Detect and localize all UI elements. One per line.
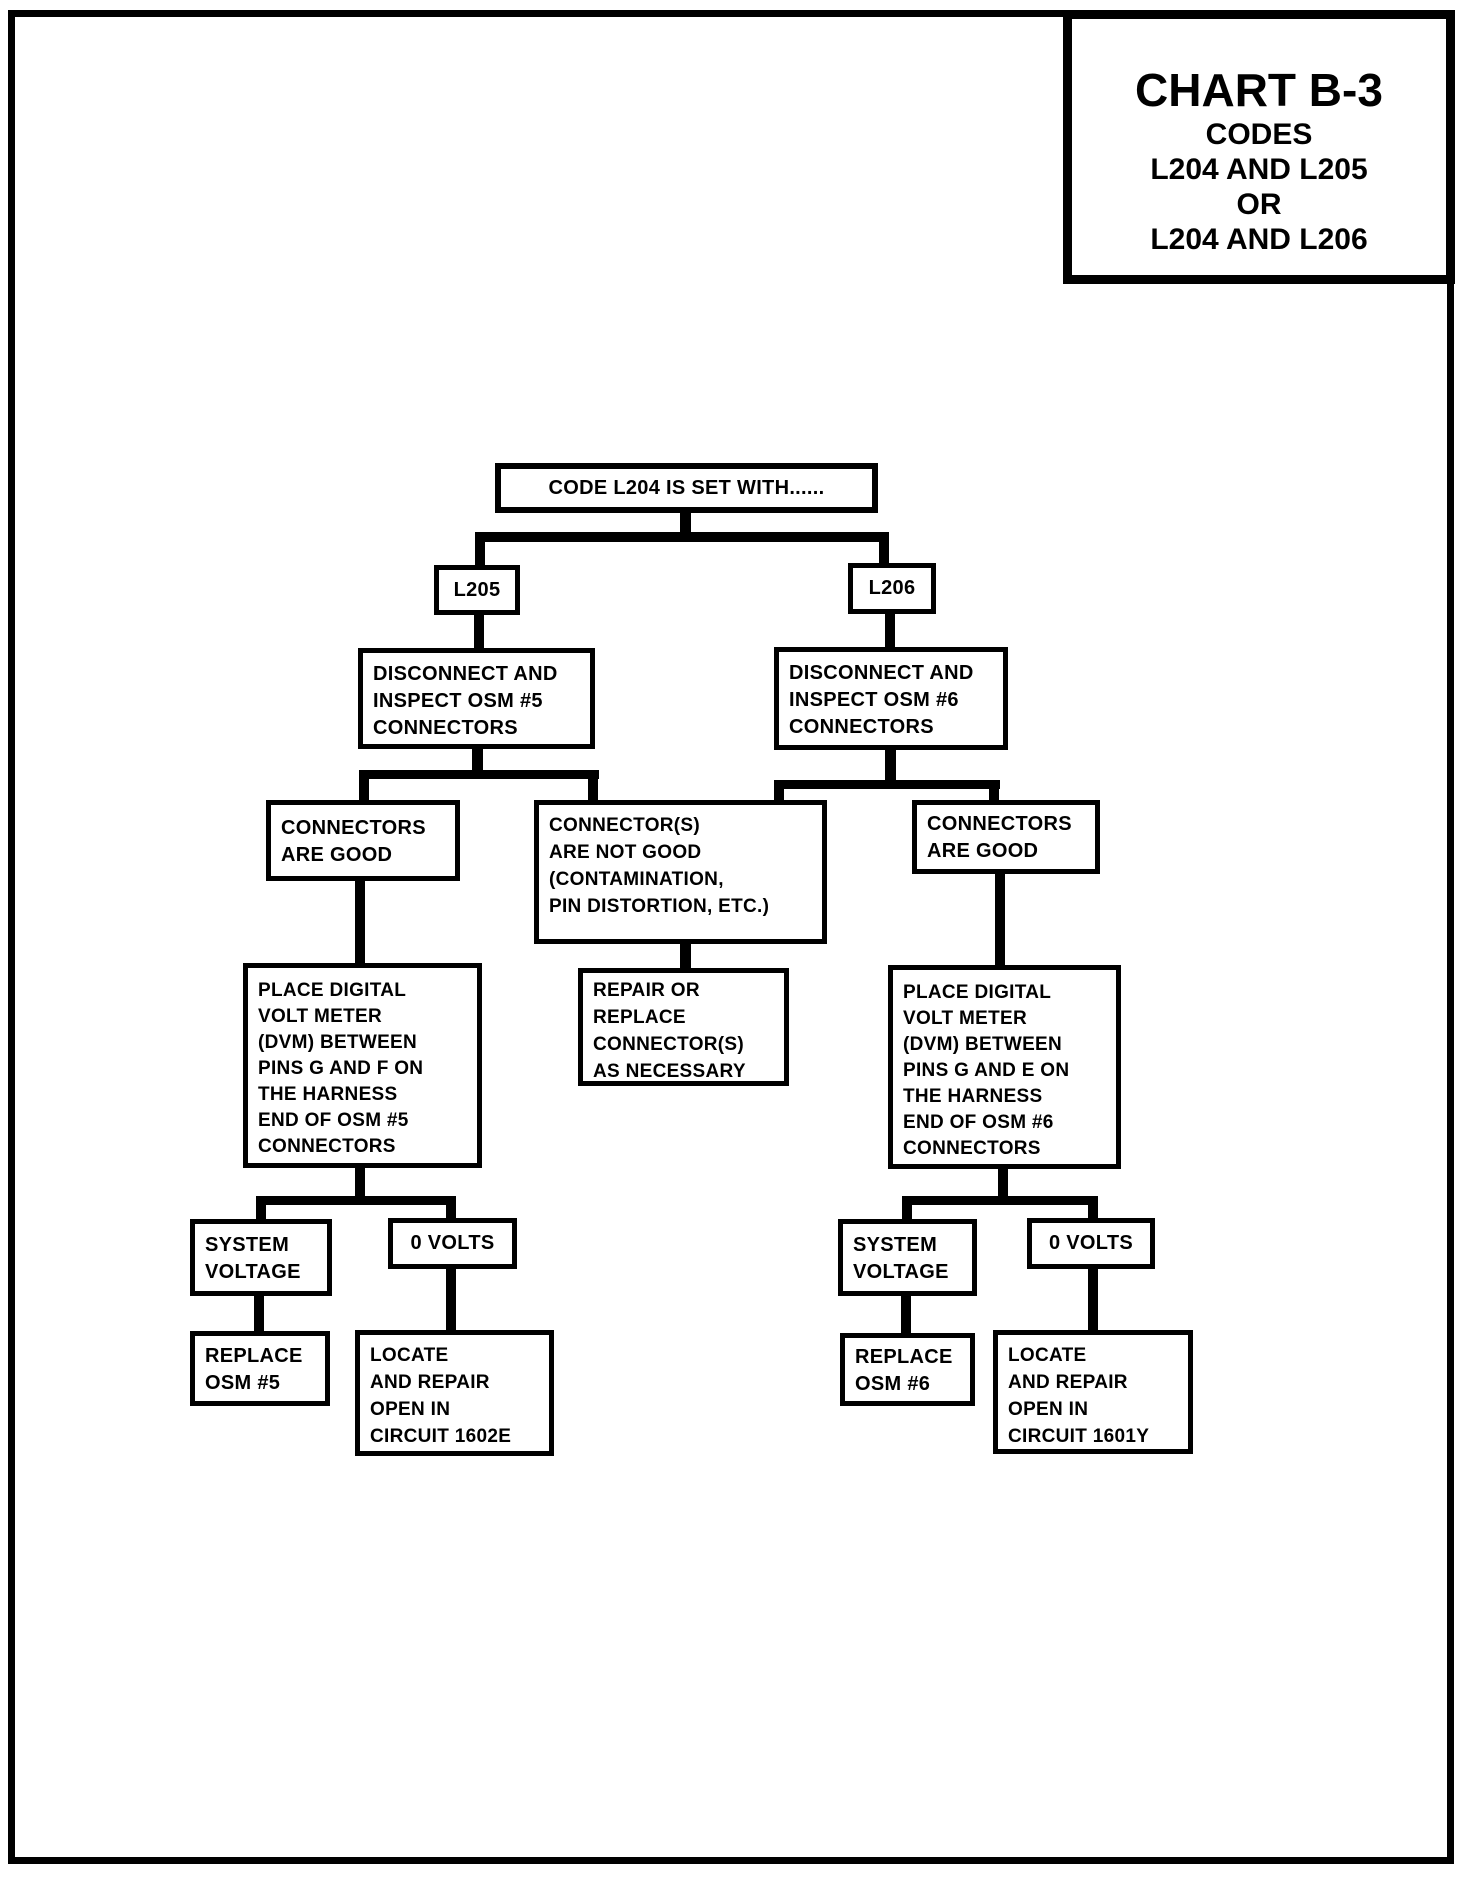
connector-line (902, 1202, 912, 1222)
chart-title: CHART B-3 (1135, 64, 1383, 116)
connector-line (475, 532, 889, 542)
node-root: CODE L204 IS SET WITH...... (495, 463, 878, 513)
connector-line (879, 538, 889, 566)
connector-line (588, 776, 598, 803)
connector-line (359, 770, 599, 779)
chart-title-block: CHART B-3 CODES L204 AND L205 OR L204 AN… (1063, 10, 1455, 284)
connector-line (680, 941, 691, 971)
connector-line (475, 538, 485, 568)
node-connectors-not-good: CONNECTOR(S) ARE NOT GOOD (CONTAMINATION… (534, 800, 827, 944)
node-repair-replace: REPAIR OR REPLACE CONNECTOR(S) AS NECESS… (578, 968, 789, 1086)
node-replace-osm6: REPLACE OSM #6 (840, 1333, 975, 1406)
connector-line (472, 746, 483, 776)
node-zero-volts-right: 0 VOLTS (1027, 1218, 1155, 1269)
node-disconnect-osm6: DISCONNECT AND INSPECT OSM #6 CONNECTORS (774, 647, 1008, 750)
connector-line (474, 613, 484, 651)
connector-line (998, 1166, 1008, 1205)
chart-subtitle-l204-l205: L204 AND L205 (1150, 153, 1368, 186)
node-disconnect-osm5: DISCONNECT AND INSPECT OSM #5 CONNECTORS (358, 648, 595, 749)
connector-line (885, 612, 895, 650)
node-connectors-good-left: CONNECTORS ARE GOOD (266, 800, 460, 881)
node-connectors-good-right: CONNECTORS ARE GOOD (912, 800, 1100, 874)
connector-line (256, 1196, 456, 1205)
connector-line (902, 1196, 1098, 1205)
connector-line (1088, 1266, 1098, 1332)
node-dvm-osm6: PLACE DIGITAL VOLT METER (DVM) BETWEEN P… (888, 965, 1121, 1169)
connector-line (680, 511, 691, 538)
connector-line (446, 1266, 456, 1332)
connector-line (446, 1202, 456, 1221)
connector-line (1088, 1202, 1098, 1221)
node-system-voltage-right: SYSTEM VOLTAGE (838, 1219, 977, 1296)
node-system-voltage-left: SYSTEM VOLTAGE (190, 1219, 332, 1296)
connector-line (256, 1202, 266, 1222)
chart-subtitle-or: OR (1236, 188, 1282, 221)
connector-line (359, 776, 369, 803)
node-locate-repair-1601y: LOCATE AND REPAIR OPEN IN CIRCUIT 1601Y (993, 1330, 1193, 1454)
node-zero-volts-left: 0 VOLTS (388, 1218, 517, 1269)
connector-line (254, 1293, 264, 1333)
connector-line (774, 785, 784, 803)
chart-subtitle-l204-l206: L204 AND L206 (1150, 223, 1368, 256)
node-code-l206: L206 (848, 563, 936, 614)
connector-line (355, 1165, 365, 1205)
node-dvm-osm5: PLACE DIGITAL VOLT METER (DVM) BETWEEN P… (243, 963, 482, 1168)
connector-line (355, 878, 365, 966)
connector-line (885, 748, 896, 788)
connector-line (995, 871, 1005, 968)
connector-line (774, 780, 1000, 789)
chart-subtitle-codes: CODES (1205, 118, 1313, 151)
connector-line (901, 1293, 911, 1335)
page-border (8, 10, 1454, 1864)
node-locate-repair-1602e: LOCATE AND REPAIR OPEN IN CIRCUIT 1602E (355, 1330, 554, 1456)
node-replace-osm5: REPLACE OSM #5 (190, 1331, 330, 1406)
connector-line (989, 785, 999, 803)
node-code-l205: L205 (434, 565, 520, 615)
